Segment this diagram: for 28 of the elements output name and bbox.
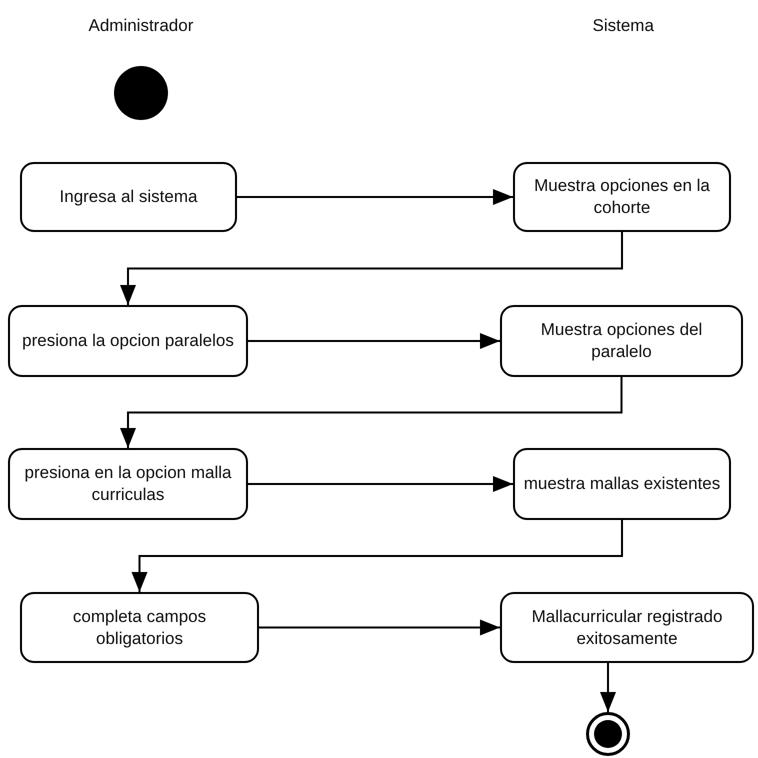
action-box [500,592,754,663]
arrow [248,476,513,492]
end-node-circle [586,712,630,756]
action-box [20,162,237,232]
swimlane-label: Administrador [88,16,194,36]
action-text: Muestra opciones en la cohorte [533,175,711,219]
action-box [500,305,743,377]
arrow [120,232,623,305]
arrow [600,663,616,712]
action-box [8,305,248,377]
action-text: muestra mallas existentes [524,473,720,495]
action-text: Ingresa al sistema [60,186,198,208]
action-text: completa campos obligatorios [72,606,208,650]
arrow [259,620,500,636]
action-box [8,448,248,520]
action-text: Muestra opciones del paralelo [540,319,704,363]
start-node-circle [114,66,168,120]
action-box [513,448,731,520]
arrow [248,333,500,349]
arrow [132,520,623,592]
action-text: Mallacurricular registrado exitosamente [530,606,724,650]
action-text: presiona en la opcion malla curriculas [24,462,232,506]
arrow [237,189,513,205]
action-text: presiona la opcion paralelos [22,330,234,352]
swimlane-label: Sistema [592,16,654,36]
action-box [513,162,731,232]
arrow [120,377,622,448]
action-box [20,592,259,663]
